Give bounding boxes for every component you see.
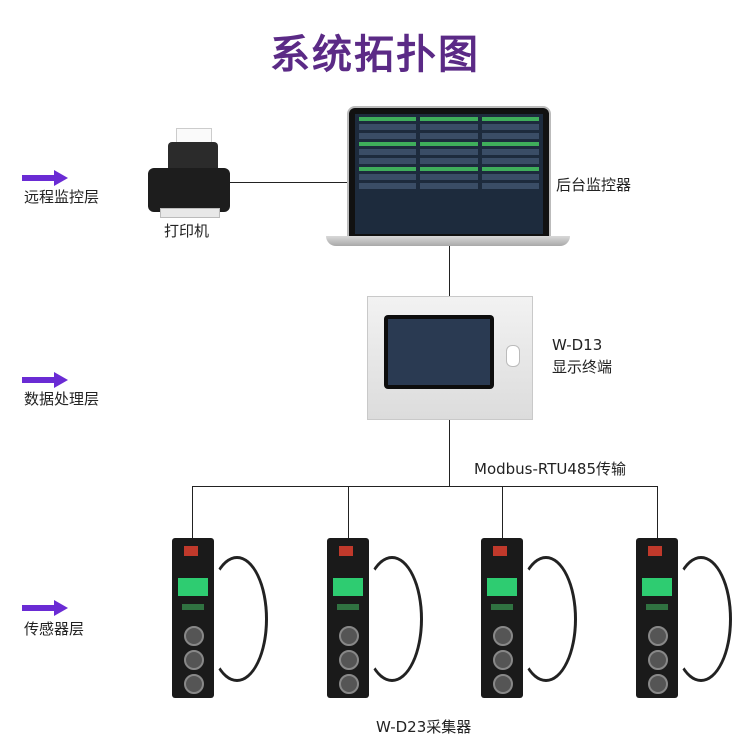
- layer-label-sensor: 传感器层: [24, 620, 85, 638]
- laptop-icon: [347, 106, 551, 238]
- terminal-label-name: 显示终端: [552, 358, 613, 376]
- collector-label: W-D23采集器: [376, 718, 472, 736]
- printer-label: 打印机: [164, 222, 210, 240]
- monitor-label: 后台监控器: [556, 176, 632, 194]
- bus-drop-1: [192, 486, 193, 538]
- page-title: 系统拓扑图: [270, 32, 480, 78]
- laptop-display: [355, 114, 543, 234]
- display-terminal-icon: [367, 296, 533, 420]
- arrow-right-icon: [22, 170, 68, 186]
- layer-label-remote: 远程监控层: [24, 188, 100, 206]
- printer-tray: [160, 208, 220, 218]
- terminal-label-model: W-D13: [552, 336, 603, 354]
- bus-label: Modbus-RTU485传输: [474, 460, 626, 478]
- terminal-button: [506, 345, 520, 367]
- printer-connection: [230, 182, 348, 183]
- bus-drop-3: [502, 486, 503, 538]
- bus-drop-2: [348, 486, 349, 538]
- monitor-terminal-connection: [449, 246, 450, 296]
- printer-top: [168, 142, 218, 172]
- bus-line: [192, 486, 658, 487]
- layer-label-processing: 数据处理层: [24, 390, 100, 408]
- cable: [670, 556, 732, 682]
- cable: [515, 556, 577, 682]
- cable: [206, 556, 268, 682]
- laptop-base: [326, 236, 570, 246]
- arrow-right-icon: [22, 372, 68, 388]
- printer-body: [148, 168, 230, 212]
- cable: [361, 556, 423, 682]
- arrow-right-icon: [22, 600, 68, 616]
- terminal-screen: [384, 315, 494, 389]
- bus-drop-4: [657, 486, 658, 538]
- terminal-bus-connection: [449, 418, 450, 486]
